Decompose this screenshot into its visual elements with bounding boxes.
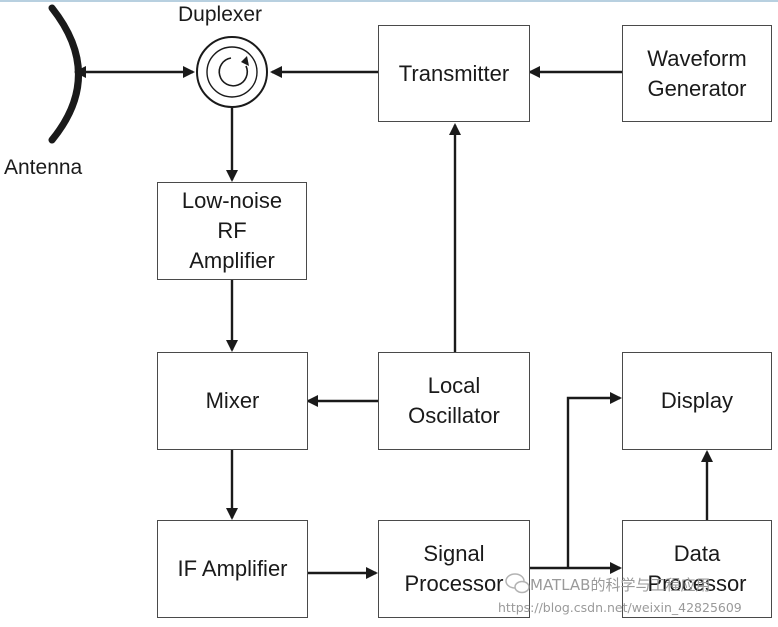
circulator-icon bbox=[196, 36, 268, 108]
signal-display-arrow bbox=[566, 392, 622, 568]
mixer-block: Mixer bbox=[157, 352, 308, 450]
local-oscillator-block: Local Oscillator bbox=[378, 352, 530, 450]
transmitter-block: Transmitter bbox=[378, 25, 530, 122]
waveform-generator-block: Waveform Generator bbox=[622, 25, 772, 122]
data-processor-block: Data Processor bbox=[622, 520, 772, 618]
signal-processor-block: Signal Processor bbox=[378, 520, 530, 618]
watermark-title: MATLAB的科学与工程应用 bbox=[530, 576, 711, 594]
wechat-icon bbox=[505, 573, 530, 594]
antenna-label: Antenna bbox=[4, 156, 83, 179]
display-block: Display bbox=[622, 352, 772, 450]
watermark-url: https://blog.csdn.net/weixin_42825609 bbox=[498, 600, 742, 615]
lna-block: Low-noise RF Amplifier bbox=[157, 182, 307, 280]
duplexer-label: Duplexer bbox=[178, 3, 263, 26]
if-amplifier-block: IF Amplifier bbox=[157, 520, 308, 618]
